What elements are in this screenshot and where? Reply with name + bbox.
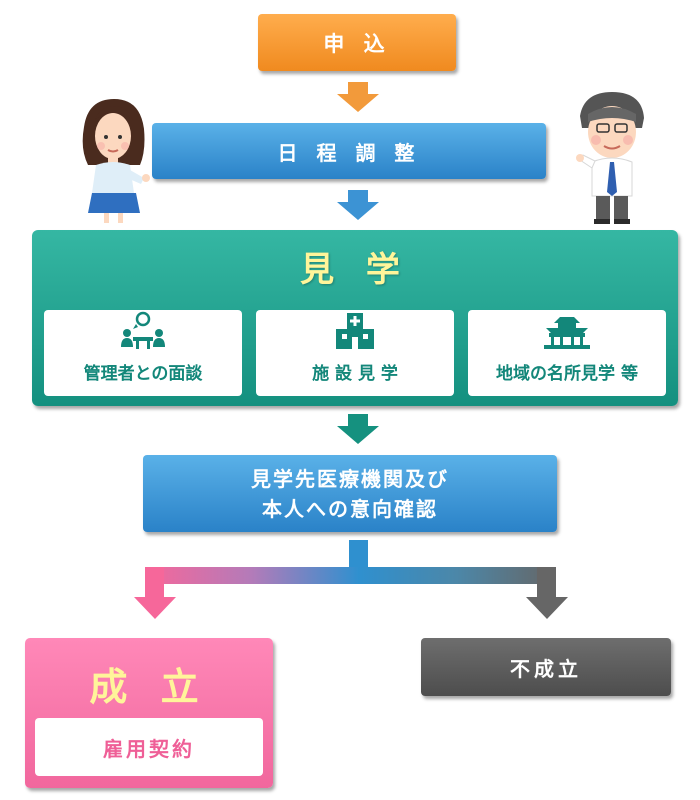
visit-item-label: 施 設 見 学 — [312, 364, 398, 384]
visit-title: 見 学 — [300, 250, 410, 290]
hospital-icon — [336, 313, 374, 349]
arrow-down-gray — [526, 567, 568, 619]
schedule-box: 日 程 調 整 — [152, 123, 546, 179]
apply-label: 申 込 — [323, 31, 391, 56]
failure-box: 不成立 — [421, 638, 671, 696]
arrow-down-pink — [134, 567, 176, 619]
success-box: 成 立 雇用契約 — [25, 638, 273, 788]
visit-item-label: 管理者との面談 — [83, 364, 203, 384]
visit-item-meeting: 管理者との面談 — [44, 310, 242, 396]
meeting-icon — [121, 311, 165, 349]
visit-item-local-sights: 地域の名所見学 等 — [468, 310, 666, 396]
success-title: 成 立 — [89, 665, 209, 709]
failure-label: 不成立 — [510, 656, 582, 681]
arrow-down-orange — [337, 82, 379, 112]
schedule-label: 日 程 調 整 — [277, 140, 421, 165]
apply-box: 申 込 — [258, 14, 456, 71]
confirm-box: 見学先医療機関及び 本人への意向確認 — [143, 455, 557, 532]
success-sub-label: 雇用契約 — [103, 736, 195, 761]
visit-box: 見 学 管理者との面談 施 設 見 学 — [32, 230, 678, 406]
arrow-down-blue — [337, 190, 379, 220]
visit-item-facility: 施 設 見 学 — [256, 310, 454, 396]
split-right-bar — [358, 567, 556, 584]
visit-item-label: 地域の名所見学 等 — [496, 364, 638, 384]
success-sub-card: 雇用契約 — [35, 718, 263, 776]
split-left-bar — [145, 567, 359, 584]
temple-icon — [544, 317, 590, 349]
confirm-line-2: 本人への意向確認 — [262, 496, 438, 521]
arrow-down-teal — [337, 414, 379, 444]
confirm-line-1: 見学先医療機関及び — [251, 466, 449, 491]
